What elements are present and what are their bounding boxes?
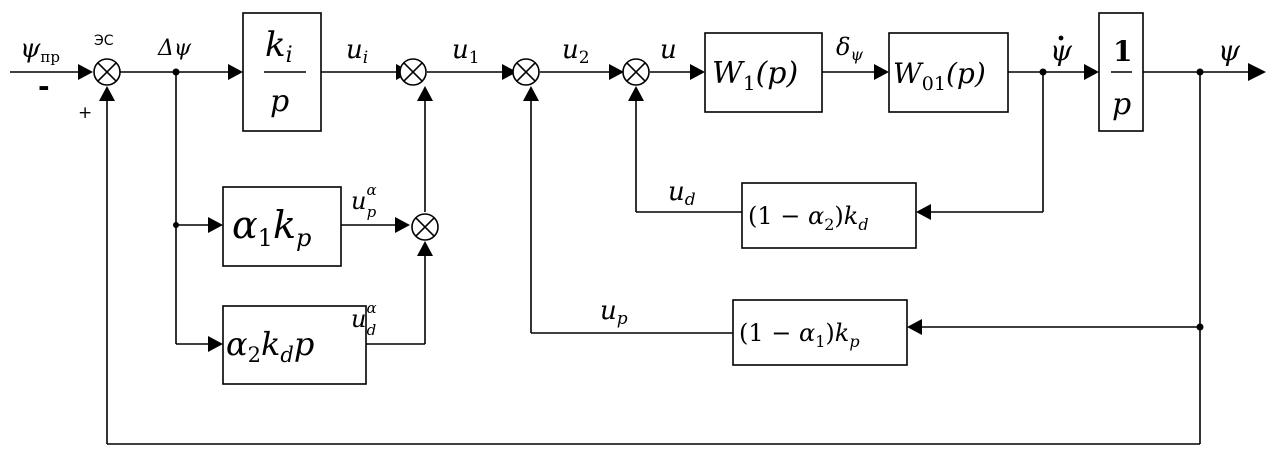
integrator-denominator: p bbox=[1112, 87, 1131, 122]
arrow-to-s3 bbox=[502, 64, 517, 80]
ki-denominator: p bbox=[270, 84, 289, 119]
arrow-to-a2kdp bbox=[208, 336, 223, 352]
arrow-up-to-s1 bbox=[99, 86, 115, 101]
block-w1 bbox=[704, 32, 823, 113]
arrow-to-ki bbox=[228, 64, 243, 80]
feedback-kp-label: (1 − α1)kp bbox=[739, 319, 860, 351]
arrow-up-to-s2 bbox=[417, 86, 433, 101]
branch-point-psi-lower bbox=[1196, 323, 1204, 331]
plus-sign: + bbox=[78, 103, 92, 123]
arrow-to-fb-kp bbox=[907, 319, 922, 335]
summing-junction-3 bbox=[622, 58, 650, 86]
u-label: u bbox=[660, 35, 677, 65]
delta-psi-signal-label: δψ bbox=[836, 33, 863, 64]
minus-sign: - bbox=[38, 70, 50, 103]
branch-point-psi bbox=[1196, 68, 1204, 76]
summing-junction-2 bbox=[512, 58, 540, 86]
psi-output-label: ψ bbox=[1218, 34, 1241, 67]
arrow-to-integrator bbox=[1084, 64, 1099, 80]
arrow-up-to-s4 bbox=[628, 86, 644, 101]
arrow-up-to-s3 bbox=[523, 86, 539, 101]
signal-lines bbox=[10, 71, 1252, 445]
u-d-label: ud bbox=[668, 177, 696, 210]
ki-numerator: ki bbox=[265, 25, 293, 68]
arrow-to-s5 bbox=[395, 217, 410, 233]
block-feedback-kd bbox=[741, 182, 917, 249]
w1-label: W1(p) bbox=[712, 56, 798, 95]
arrow-to-s4 bbox=[609, 64, 624, 80]
arrow-to-w01 bbox=[874, 64, 889, 80]
block-w01 bbox=[888, 32, 1009, 113]
w01-label: W01(p) bbox=[893, 57, 986, 95]
error-signal-label: ЭС bbox=[94, 33, 114, 49]
branch-point-delta-psi-mid bbox=[173, 222, 179, 228]
integrator-numerator: 1 bbox=[1113, 35, 1132, 68]
arrow-input bbox=[78, 64, 93, 80]
block-alpha2-kd-p bbox=[222, 305, 367, 385]
u1-label: u1 bbox=[452, 35, 480, 68]
u-i-label: ui bbox=[346, 35, 368, 68]
branch-point-delta-psi bbox=[172, 68, 180, 76]
summing-junction-1 bbox=[399, 58, 427, 86]
arrow-to-w1 bbox=[690, 64, 705, 80]
arrow-to-a1kp bbox=[208, 217, 223, 233]
arrow-to-fb-kd bbox=[916, 204, 931, 220]
alpha2-kd-p-label: α2kdp bbox=[226, 325, 314, 367]
delta-psi-label: Δψ bbox=[157, 36, 192, 61]
block-alpha1-kp bbox=[222, 186, 342, 267]
psi-dot-marker bbox=[1058, 35, 1064, 41]
u2-label: u2 bbox=[562, 35, 590, 68]
summing-junction-alpha bbox=[411, 213, 439, 241]
psi-dot-label: ψ bbox=[1050, 34, 1073, 67]
summing-junction-error bbox=[93, 58, 121, 86]
block-feedback-kp bbox=[732, 299, 908, 366]
arrow-output bbox=[1248, 63, 1266, 81]
alpha1-kp-label: α1kp bbox=[232, 203, 311, 252]
arrow-up-to-s5 bbox=[417, 241, 433, 256]
branch-point-psi-dot bbox=[1039, 68, 1047, 76]
input-label-psi-pr: ψпр bbox=[20, 34, 60, 66]
feedback-kd-label: (1 − α2)kd bbox=[748, 202, 869, 234]
u-p-label: up bbox=[600, 296, 628, 329]
arrowheads bbox=[78, 63, 1266, 352]
